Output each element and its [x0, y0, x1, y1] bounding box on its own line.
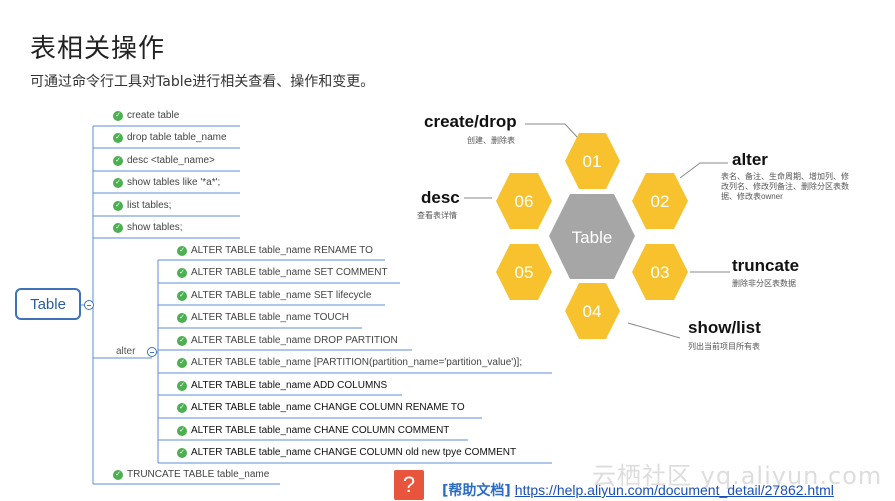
alter-item-touch: ✓ ALTER TABLE table_name TOUCH — [177, 312, 349, 323]
check-icon: ✓ — [113, 110, 123, 121]
alter-item-change-column-comment: ✓ ALTER TABLE table_name CHANE COLUMN COM… — [177, 425, 449, 436]
tree-item-desc: ✓ desc <table_name> — [113, 155, 215, 166]
check-icon: ✓ — [113, 222, 123, 233]
alter-item-change-column-type: ✓ ALTER TABLE table_name CHANGE COLUMN ol… — [177, 447, 516, 458]
alter-item-drop-partition: ✓ ALTER TABLE table_name DROP PARTITION — [177, 335, 398, 346]
hex-02 — [632, 173, 688, 229]
alter-desc-line-2: 改列名、修改列备注、删除分区表数 — [721, 182, 849, 191]
tree-item-show-tables: ✓ show tables; — [113, 222, 183, 233]
alter-title: alter — [732, 150, 768, 169]
check-icon: ✓ — [177, 447, 187, 458]
page-subtitle: 可通过命令行工具对Table进行相关查看、操作和变更。 — [30, 74, 375, 90]
alter-branch-label: alter — [116, 346, 136, 357]
hex-01-label: 01 — [583, 152, 602, 171]
hex-03-label: 03 — [651, 263, 670, 282]
tree-item-label: list tables; — [127, 200, 172, 211]
tree-item-label: ALTER TABLE table_name [PARTITION(partit… — [191, 357, 523, 368]
hex-center-label: Table — [572, 228, 613, 247]
check-icon: ✓ — [113, 469, 123, 480]
create-drop-title: create/drop — [424, 112, 517, 131]
check-icon: ✓ — [177, 267, 187, 278]
hex-05-label: 05 — [515, 263, 534, 282]
check-icon: ✓ — [177, 312, 187, 323]
hex-01 — [565, 133, 620, 189]
alter-item-add-columns: ✓ ALTER TABLE table_name ADD COLUMNS — [177, 380, 387, 391]
desc-desc: 查看表详情 — [417, 211, 457, 220]
hex-04 — [565, 283, 620, 339]
page-title: 表相关操作 — [30, 34, 166, 64]
mindmap-root-node[interactable]: Table — [15, 288, 81, 320]
tree-item-list-tables: ✓ list tables; — [113, 200, 171, 211]
collapse-alter-icon[interactable] — [147, 347, 157, 357]
help-doc-tag: [帮助文档] — [442, 483, 511, 499]
hex-06 — [496, 173, 552, 229]
help-url-link[interactable]: https://help.aliyun.com/document_detail/… — [514, 482, 834, 498]
tree-item-show-tables-like: ✓ show tables like '*a*'; — [113, 177, 220, 188]
check-icon: ✓ — [177, 357, 187, 368]
tree-item-label: ALTER TABLE table_name CHANE COLUMN COMM… — [191, 425, 450, 436]
alter-item-change-column-rename: ✓ ALTER TABLE table_name CHANGE COLUMN RE… — [177, 402, 465, 413]
tree-item-truncate: ✓ TRUNCATE TABLE table_name — [113, 469, 269, 480]
tree-item-label: show tables like '*a*'; — [127, 177, 221, 188]
alter-item-set-comment: ✓ ALTER TABLE table_name SET COMMENT — [177, 267, 388, 278]
check-icon: ✓ — [177, 335, 187, 346]
alter-item-set-lifecycle: ✓ ALTER TABLE table_name SET lifecycle — [177, 290, 371, 301]
watermark: 云栖社区 yq.aliyun.com — [592, 462, 883, 490]
truncate-title: truncate — [732, 256, 800, 275]
tree-item-label: ALTER TABLE table_name SET lifecycle — [191, 290, 372, 301]
desc-title: desc — [421, 188, 460, 207]
tree-item-label: show tables; — [127, 222, 183, 233]
check-icon: ✓ — [177, 402, 187, 413]
tree-item-label: create table — [127, 110, 180, 121]
hex-05 — [496, 244, 552, 300]
tree-item-label: ALTER TABLE table_name DROP PARTITION — [191, 335, 398, 346]
check-icon: ✓ — [177, 290, 187, 301]
tree-item-create-table: ✓ create table — [113, 110, 179, 121]
tree-item-label: ALTER TABLE table_name TOUCH — [191, 312, 350, 323]
alter-item-rename: ✓ ALTER TABLE table_name RENAME TO — [177, 245, 373, 256]
check-icon: ✓ — [113, 155, 123, 166]
hex-02-label: 02 — [651, 192, 670, 211]
tree-item-label: TRUNCATE TABLE table_name — [127, 469, 270, 480]
tree-item-label: ALTER TABLE table_name RENAME TO — [191, 245, 373, 256]
hex-center — [549, 194, 635, 279]
tree-item-label: desc <table_name> — [127, 155, 215, 166]
hexagon-callout-lines — [464, 123, 730, 339]
create-drop-desc: 创建、删除表 — [467, 136, 515, 145]
tree-item-label: ALTER TABLE table_name ADD COLUMNS — [191, 380, 388, 391]
check-icon: ✓ — [113, 200, 123, 211]
check-icon: ✓ — [113, 132, 123, 143]
hex-06-label: 06 — [515, 192, 534, 211]
check-icon: ✓ — [177, 425, 187, 436]
show-list-desc: 列出当前项目所有表 — [688, 342, 760, 351]
tree-item-label: ALTER TABLE table_name CHANGE COLUMN REN… — [191, 402, 465, 413]
check-icon: ✓ — [113, 177, 123, 188]
tree-item-drop-table: ✓ drop table table_name — [113, 132, 227, 143]
show-list-title: show/list — [688, 318, 761, 337]
truncate-desc: 删除非分区表数据 — [732, 279, 796, 288]
hex-03 — [632, 244, 688, 300]
collapse-root-icon[interactable] — [84, 300, 94, 310]
help-doc-link: [帮助文档]https://help.aliyun.com/document_d… — [442, 480, 834, 500]
alter-desc-line-1: 表名、备注、生命周期、增加列、修 — [721, 172, 849, 181]
alter-item-partition: ✓ ALTER TABLE table_name [PARTITION(parti… — [177, 357, 522, 368]
help-question-icon[interactable]: ? — [394, 470, 424, 500]
tree-item-label: drop table table_name — [127, 132, 227, 143]
hex-04-label: 04 — [583, 302, 602, 321]
check-icon: ✓ — [177, 380, 187, 391]
alter-desc-line-3: 据、修改表owner — [721, 192, 783, 201]
tree-item-label: ALTER TABLE table_name SET COMMENT — [191, 267, 388, 278]
check-icon: ✓ — [177, 245, 187, 256]
tree-item-label: ALTER TABLE table_name CHANGE COLUMN old… — [191, 447, 517, 458]
